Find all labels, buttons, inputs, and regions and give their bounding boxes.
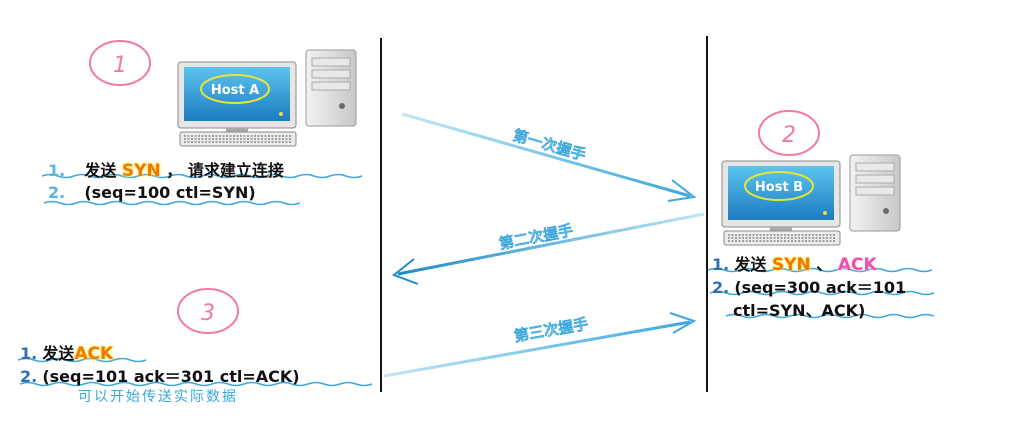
separator: 、 — [810, 255, 838, 274]
underline-b-3 — [725, 313, 935, 319]
step-text-pre: 发送 — [84, 161, 122, 180]
first-handshake-label: 第一次握手 — [511, 126, 588, 164]
host-b-label: Host B — [755, 180, 803, 195]
host-b-step-2-cont: ctl=SYN、ACK) — [733, 297, 865, 321]
host-a-step-2: 2. (seq=100 ctl=SYN) — [48, 183, 256, 202]
step3-item-2: 2. (seq=101 ack＝301 ctl=ACK) — [20, 363, 300, 387]
step-text-pre: 发送 — [734, 255, 772, 274]
step-number: 1. — [20, 344, 38, 363]
host-a-label: Host A — [211, 83, 259, 98]
arrow-second-handshake: 第二次握手 — [392, 212, 705, 285]
step-number: 2. — [48, 183, 66, 202]
ack-keyword: ACK — [837, 255, 877, 275]
step-marker-2: 2 — [758, 110, 820, 156]
step-text-post: ， 请求建立连接 — [160, 161, 284, 180]
host-a-step-1: 1. 发送 SYN ， 请求建立连接 — [48, 157, 284, 181]
host-b-step-2: 2. (seq=300 ack＝101 — [712, 274, 906, 298]
seq-info: (seq=101 ack＝301 ctl=ACK) — [42, 367, 300, 386]
seq-info: (seq=100 ctl=SYN) — [84, 183, 256, 202]
seq-info-line-1: (seq=300 ack＝101 — [734, 278, 907, 297]
arrow-first-handshake: 第一次握手 — [401, 112, 697, 202]
step-marker-3: 3 — [177, 288, 239, 334]
svg-text:1: 1 — [113, 53, 127, 78]
step3-item-1: 1. 发送ACK — [20, 340, 113, 364]
step-number: 2. — [20, 367, 38, 386]
step-marker-1: 1 — [89, 40, 151, 86]
underline-b-1 — [707, 267, 933, 273]
step-number: 1. — [712, 255, 730, 274]
host-a-computer: Host A — [177, 49, 357, 147]
step-text-pre: 发送 — [42, 344, 75, 363]
ack-keyword: ACK — [74, 344, 114, 364]
underline-a-2 — [43, 200, 301, 206]
host-b-step-1: 1. 发送 SYN 、 ACK — [712, 251, 877, 275]
underline-a-1 — [41, 173, 363, 179]
underline-b-2 — [709, 290, 935, 296]
data-transfer-note: 可以开始传送实际数据 — [78, 389, 238, 405]
underline-3-1 — [17, 357, 147, 363]
syn-keyword: SYN — [771, 255, 811, 275]
seq-info-line-2: ctl=SYN、ACK) — [733, 301, 866, 320]
host-b-computer: Host B — [721, 154, 901, 246]
syn-keyword: SYN — [121, 161, 161, 181]
arrow-third-handshake: 第三次握手 — [383, 312, 697, 378]
underline-3-2 — [19, 381, 373, 387]
step-number: 2. — [712, 278, 730, 297]
step-number: 1. — [48, 161, 66, 180]
svg-text:2: 2 — [782, 123, 796, 148]
svg-text:3: 3 — [201, 301, 215, 326]
